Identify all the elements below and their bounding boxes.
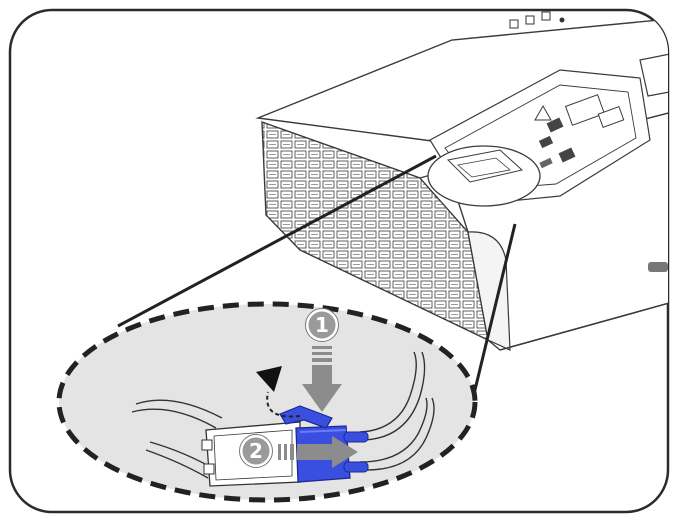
cable-right <box>359 351 417 433</box>
caution-icon <box>534 104 552 121</box>
connector-latch <box>279 405 333 429</box>
callout-leader-left <box>117 154 437 328</box>
step-2-label: 2 <box>249 439 263 463</box>
step-2-badge: 2 <box>239 434 273 468</box>
rotate-arrow-icon <box>256 366 301 418</box>
step-1-badge: 1 <box>305 308 339 342</box>
callout-leader-right <box>472 223 517 395</box>
projector-illustration <box>255 11 668 351</box>
slide-right-arrow-icon <box>278 436 358 468</box>
connector-callout: 1 2 <box>56 301 478 503</box>
step-1-label: 1 <box>315 313 329 337</box>
callout-bubble <box>56 301 478 503</box>
press-down-arrow-icon <box>302 346 342 412</box>
cable-left <box>131 408 217 429</box>
